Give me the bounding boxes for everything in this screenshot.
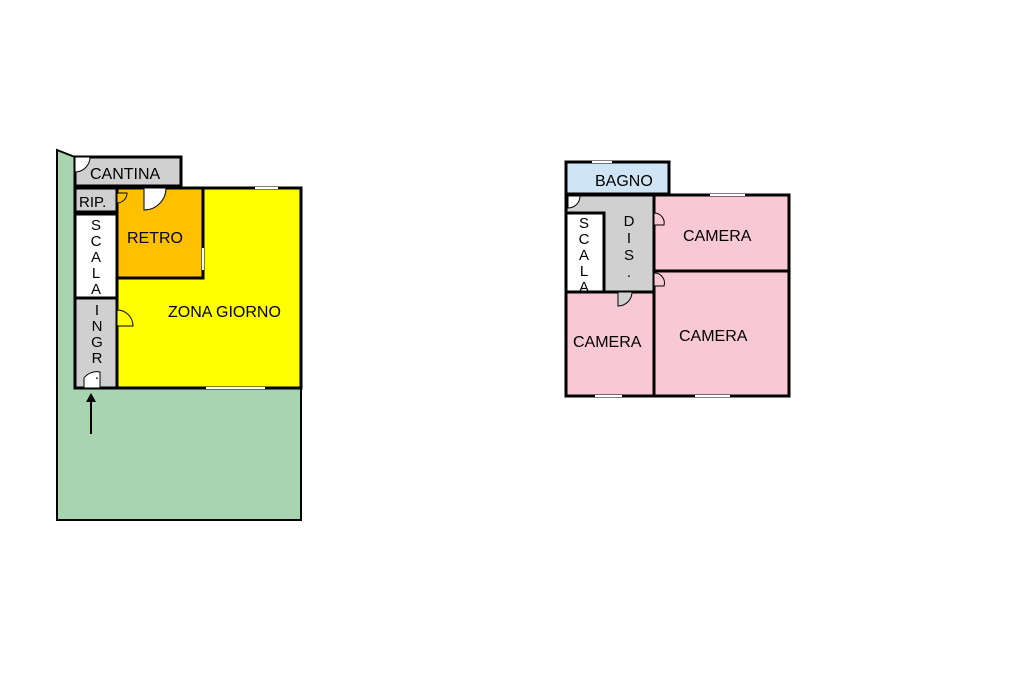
label-camera-2: CAMERA	[573, 334, 642, 351]
room-bagno[interactable]	[564, 160, 671, 196]
door-icon	[83, 371, 101, 389]
label-zona-giorno: ZONA GIORNO	[168, 304, 281, 321]
door-icon	[653, 212, 665, 226]
label-camera-1: CAMERA	[683, 228, 752, 245]
label-retro: RETRO	[127, 230, 183, 247]
room-camera-3[interactable]	[652, 269, 791, 398]
door-icon	[567, 195, 581, 209]
room-camera-2[interactable]	[564, 290, 656, 398]
label-bagno: BAGNO	[595, 173, 653, 190]
entrance-arrow-head-icon	[86, 393, 96, 402]
label-camera-3: CAMERA	[679, 328, 748, 345]
door-icon	[116, 309, 134, 327]
door-icon	[74, 156, 91, 173]
door-icon	[653, 272, 665, 287]
room-cantina[interactable]	[73, 155, 183, 188]
door-icon	[617, 291, 633, 307]
label-rip: RIP.	[79, 194, 106, 211]
label-cantina: CANTINA	[90, 166, 161, 183]
room-rip[interactable]	[73, 186, 119, 214]
door-icon	[143, 187, 167, 211]
room-camera-1[interactable]	[652, 193, 791, 273]
door-icon	[116, 192, 128, 204]
